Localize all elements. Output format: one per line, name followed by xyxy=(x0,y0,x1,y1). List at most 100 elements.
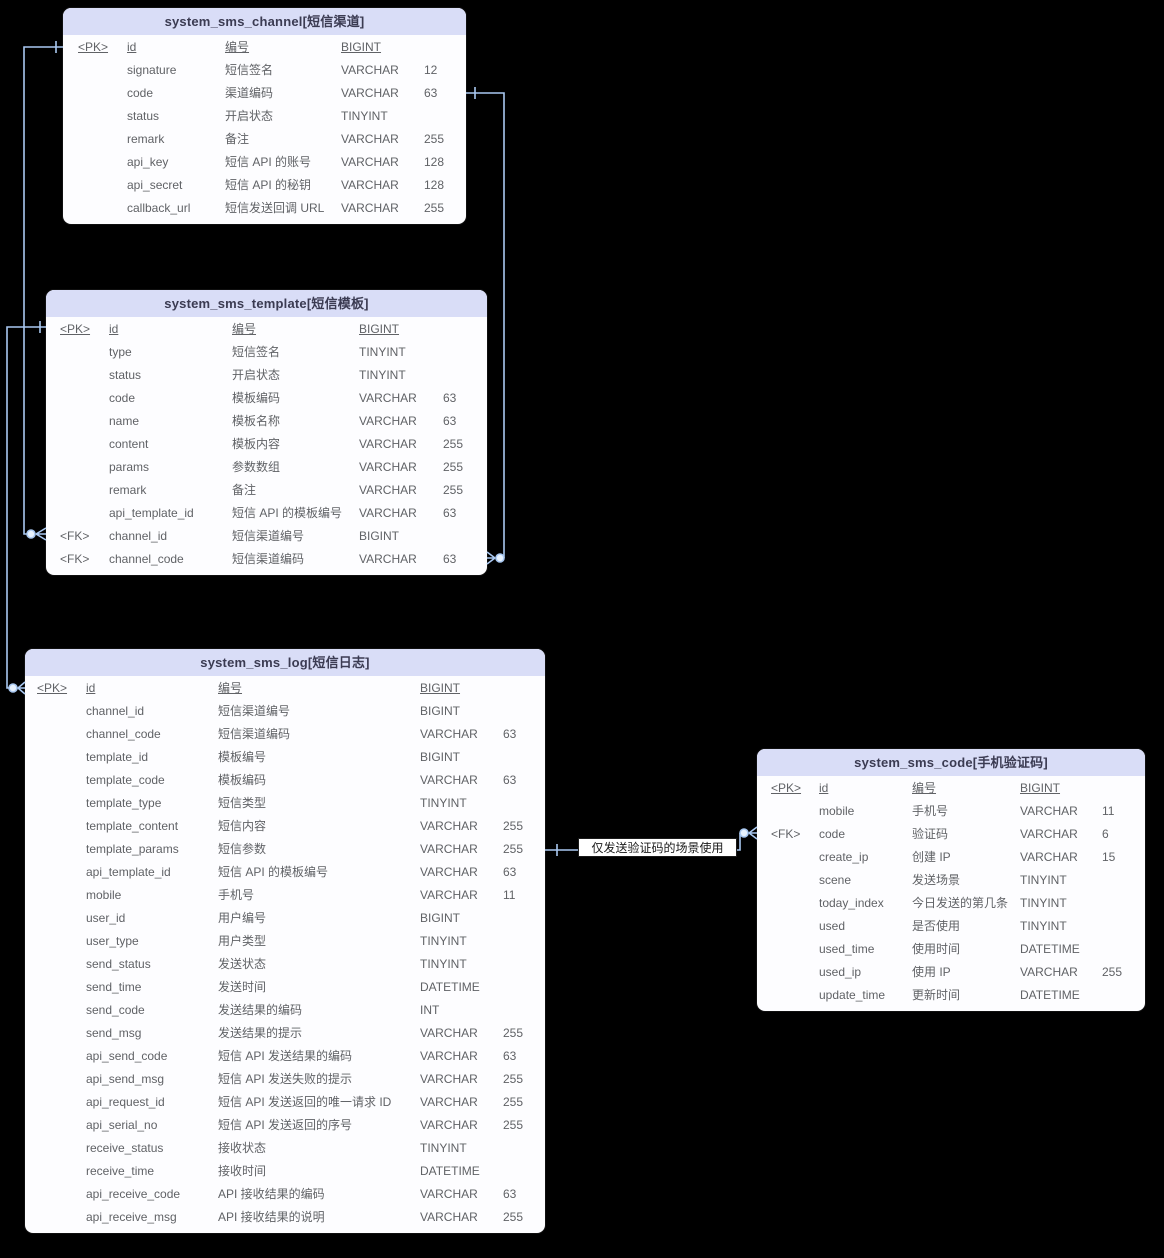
field-ftype: VARCHAR xyxy=(341,200,399,215)
field-fname: send_status xyxy=(86,956,151,971)
field-fsize: 63 xyxy=(443,413,457,428)
field-fsize: 255 xyxy=(443,459,464,474)
field-comment: 更新时间 xyxy=(912,988,961,1002)
field-fsize: 63 xyxy=(503,726,517,741)
field-fsize: 6 xyxy=(1102,826,1109,841)
field-comment: 短信渠道编码 xyxy=(232,552,305,566)
field-ftype: VARCHAR xyxy=(420,1048,478,1063)
field-fsize: 255 xyxy=(503,1071,524,1086)
field-fsize: 255 xyxy=(503,1117,524,1132)
field-ftype: VARCHAR xyxy=(420,841,478,856)
field-fname: remark xyxy=(127,131,165,146)
field-comment: 短信签名 xyxy=(225,63,274,77)
field-fname: code xyxy=(127,85,154,100)
cardinality-zero-circle-icon xyxy=(26,529,36,539)
field-fname: id xyxy=(109,321,119,336)
field-ftype: TINYINT xyxy=(359,344,406,359)
relation-line-template-id-to-log xyxy=(6,326,46,689)
field-comment: 短信渠道编号 xyxy=(232,529,305,543)
field-fname: template_content xyxy=(86,818,179,833)
cardinality-zero-circle-icon xyxy=(495,553,505,563)
field-fsize: 128 xyxy=(424,177,445,192)
field-ftype: BIGINT xyxy=(420,910,461,925)
field-fsize: 255 xyxy=(1102,964,1123,979)
field-fsize: 255 xyxy=(503,818,524,833)
field-comment: 短信 API 的账号 xyxy=(225,155,312,169)
field-ftype: BIGINT xyxy=(359,528,400,543)
field-comment: 开启状态 xyxy=(225,109,274,123)
field-comment: 短信内容 xyxy=(218,819,267,833)
field-fsize: 255 xyxy=(443,436,464,451)
field-fname: content xyxy=(109,436,149,451)
field-ftype: VARCHAR xyxy=(359,551,417,566)
field-ftype: VARCHAR xyxy=(1020,849,1078,864)
field-ftype: INT xyxy=(420,1002,440,1017)
field-fname: template_id xyxy=(86,749,149,764)
field-comment: 今日发送的第几条 xyxy=(912,896,1009,910)
field-ftype: VARCHAR xyxy=(1020,964,1078,979)
field-ftype: VARCHAR xyxy=(420,1071,478,1086)
field-ftype: BIGINT xyxy=(420,749,461,764)
field-comment: 短信 API 发送结果的编码 xyxy=(218,1049,353,1063)
field-comment: 备注 xyxy=(225,132,250,146)
field-fname: api_receive_msg xyxy=(86,1209,177,1224)
field-comment: 编号 xyxy=(912,781,937,795)
field-fname: template_params xyxy=(86,841,179,856)
field-fname: api_secret xyxy=(127,177,183,192)
field-comment: 备注 xyxy=(232,483,257,497)
field-fname: user_type xyxy=(86,933,139,948)
field-ftype: TINYINT xyxy=(1020,872,1067,887)
field-fname: id xyxy=(86,680,96,695)
field-fname: id xyxy=(819,780,829,795)
crow-foot-many-icon xyxy=(35,527,47,541)
field-fname: channel_id xyxy=(109,528,168,543)
field-ftype: TINYINT xyxy=(341,108,388,123)
field-comment: 模板内容 xyxy=(232,437,281,451)
crow-foot-many-icon xyxy=(486,551,496,565)
field-comment: 编号 xyxy=(218,681,243,695)
table-title: system_sms_log[短信日志] xyxy=(25,649,545,676)
cardinality-zero-circle-icon xyxy=(8,683,18,693)
field-fname: channel_id xyxy=(86,703,145,718)
field-comment: 渠道编码 xyxy=(225,86,274,100)
field-comment: 短信 API 发送失败的提示 xyxy=(218,1072,353,1086)
field-comment: 创建 IP xyxy=(912,850,951,864)
field-fname: used_time xyxy=(819,941,875,956)
field-ftype: TINYINT xyxy=(420,933,467,948)
field-ftype: BIGINT xyxy=(1020,780,1061,795)
field-fname: status xyxy=(109,367,142,382)
table-title: system_sms_template[短信模板] xyxy=(46,290,487,317)
field-ftype: VARCHAR xyxy=(1020,826,1078,841)
field-comment: 短信 API 的秘钥 xyxy=(225,178,312,192)
field-ftype: VARCHAR xyxy=(341,62,399,77)
field-fname: params xyxy=(109,459,150,474)
field-comment: 发送时间 xyxy=(218,980,267,994)
field-ftype: VARCHAR xyxy=(420,1117,478,1132)
field-fsize: 63 xyxy=(503,864,517,879)
field-fsize: 63 xyxy=(443,505,457,520)
field-fname: scene xyxy=(819,872,852,887)
